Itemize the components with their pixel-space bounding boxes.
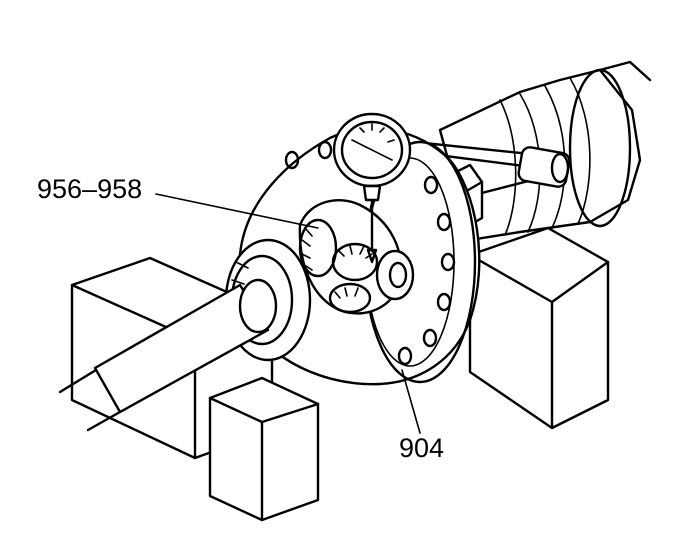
flange-bolt-holes (284, 140, 456, 366)
pinion-gear-lower (328, 282, 372, 314)
side-gear-left (298, 218, 338, 278)
leader-lines (155, 193, 421, 434)
axle-shaft (58, 278, 278, 432)
pinion-gear-center (331, 242, 379, 282)
dial-indicator (332, 112, 412, 264)
right-support-block (468, 226, 610, 430)
callout-gear-set-label: 956–958 (37, 174, 143, 204)
leader-904 (401, 369, 421, 434)
side-gear-right (375, 249, 415, 301)
callout-case-label: 904 (399, 433, 445, 463)
leader-956-958 (155, 193, 319, 229)
